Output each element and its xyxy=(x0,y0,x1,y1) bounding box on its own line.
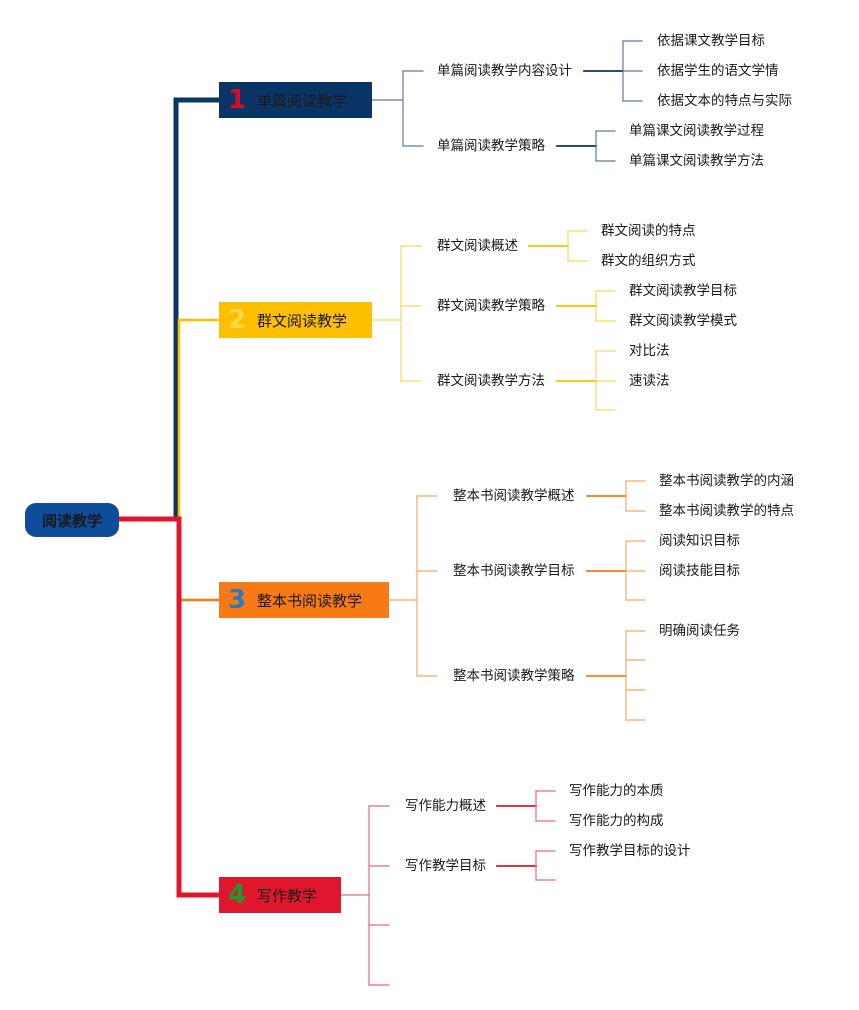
leaf-label[interactable]: 明确阅读任务 xyxy=(659,623,740,639)
leaf-label[interactable]: 群文阅读的特点 xyxy=(601,223,696,239)
leaf-label[interactable]: 速读法 xyxy=(629,373,670,389)
trunk-connector-3 xyxy=(119,517,219,602)
leaf-label[interactable]: 群文阅读教学目标 xyxy=(629,283,737,299)
trunk-connector-4 xyxy=(119,516,219,898)
branch-label: 群文阅读教学 xyxy=(257,311,348,330)
leaf-label[interactable]: 依据文本的特点与实际 xyxy=(657,93,792,109)
trunk-connector-1 xyxy=(119,97,219,522)
topic-label[interactable]: 单篇阅读教学策略 xyxy=(437,138,545,154)
leaf-label[interactable]: 阅读知识目标 xyxy=(659,533,740,549)
leaf-label[interactable]: 写作教学目标的设计 xyxy=(569,843,691,859)
branch-node-4[interactable]: 4 写作教学 xyxy=(219,877,341,913)
branch-number: 1 xyxy=(227,85,247,115)
branch-number: 2 xyxy=(227,305,247,335)
leaf-label[interactable]: 依据课文教学目标 xyxy=(657,33,765,49)
branch-label: 单篇阅读教学 xyxy=(257,91,348,110)
leaf-label[interactable]: 整本书阅读教学的内涵 xyxy=(659,473,794,489)
topic-label[interactable]: 整本书阅读教学目标 xyxy=(453,563,575,579)
leaf-label[interactable]: 对比法 xyxy=(629,343,670,359)
topic-label[interactable]: 整本书阅读教学概述 xyxy=(453,488,575,504)
leaf-label[interactable]: 整本书阅读教学的特点 xyxy=(659,503,794,519)
leaf-label[interactable]: 单篇课文阅读教学过程 xyxy=(629,123,764,139)
topic-label[interactable]: 群文阅读教学方法 xyxy=(437,373,545,389)
topic-label[interactable]: 单篇阅读教学内容设计 xyxy=(437,63,572,79)
branch-label: 整本书阅读教学 xyxy=(257,591,363,610)
topic-label[interactable]: 群文阅读概述 xyxy=(437,238,518,254)
branch-node-1[interactable]: 1 单篇阅读教学 xyxy=(219,82,372,118)
root-node[interactable]: 阅读教学 xyxy=(25,503,119,537)
leaf-label[interactable]: 单篇课文阅读教学方法 xyxy=(629,153,764,169)
branch-number: 3 xyxy=(227,585,247,615)
topic-label[interactable]: 整本书阅读教学策略 xyxy=(453,668,575,684)
leaf-label[interactable]: 依据学生的语文学情 xyxy=(657,63,779,79)
topic-label[interactable]: 写作能力概述 xyxy=(405,798,486,814)
leaf-label[interactable]: 写作能力的构成 xyxy=(569,813,664,829)
branch-node-3[interactable]: 3 整本书阅读教学 xyxy=(219,582,389,618)
leaf-label[interactable]: 写作能力的本质 xyxy=(569,783,664,799)
leaf-label[interactable]: 群文的组织方式 xyxy=(601,253,696,269)
topic-label[interactable]: 写作教学目标 xyxy=(405,858,486,874)
leaf-label[interactable]: 群文阅读教学模式 xyxy=(629,313,737,329)
trunk-connector-2 xyxy=(119,318,219,521)
leaf-label[interactable]: 阅读技能目标 xyxy=(659,563,740,579)
branch-node-2[interactable]: 2 群文阅读教学 xyxy=(219,302,372,338)
root-label: 阅读教学 xyxy=(41,511,102,530)
topic-label[interactable]: 群文阅读教学策略 xyxy=(437,298,545,314)
branch-label: 写作教学 xyxy=(257,886,318,905)
branch-number: 4 xyxy=(227,880,247,910)
